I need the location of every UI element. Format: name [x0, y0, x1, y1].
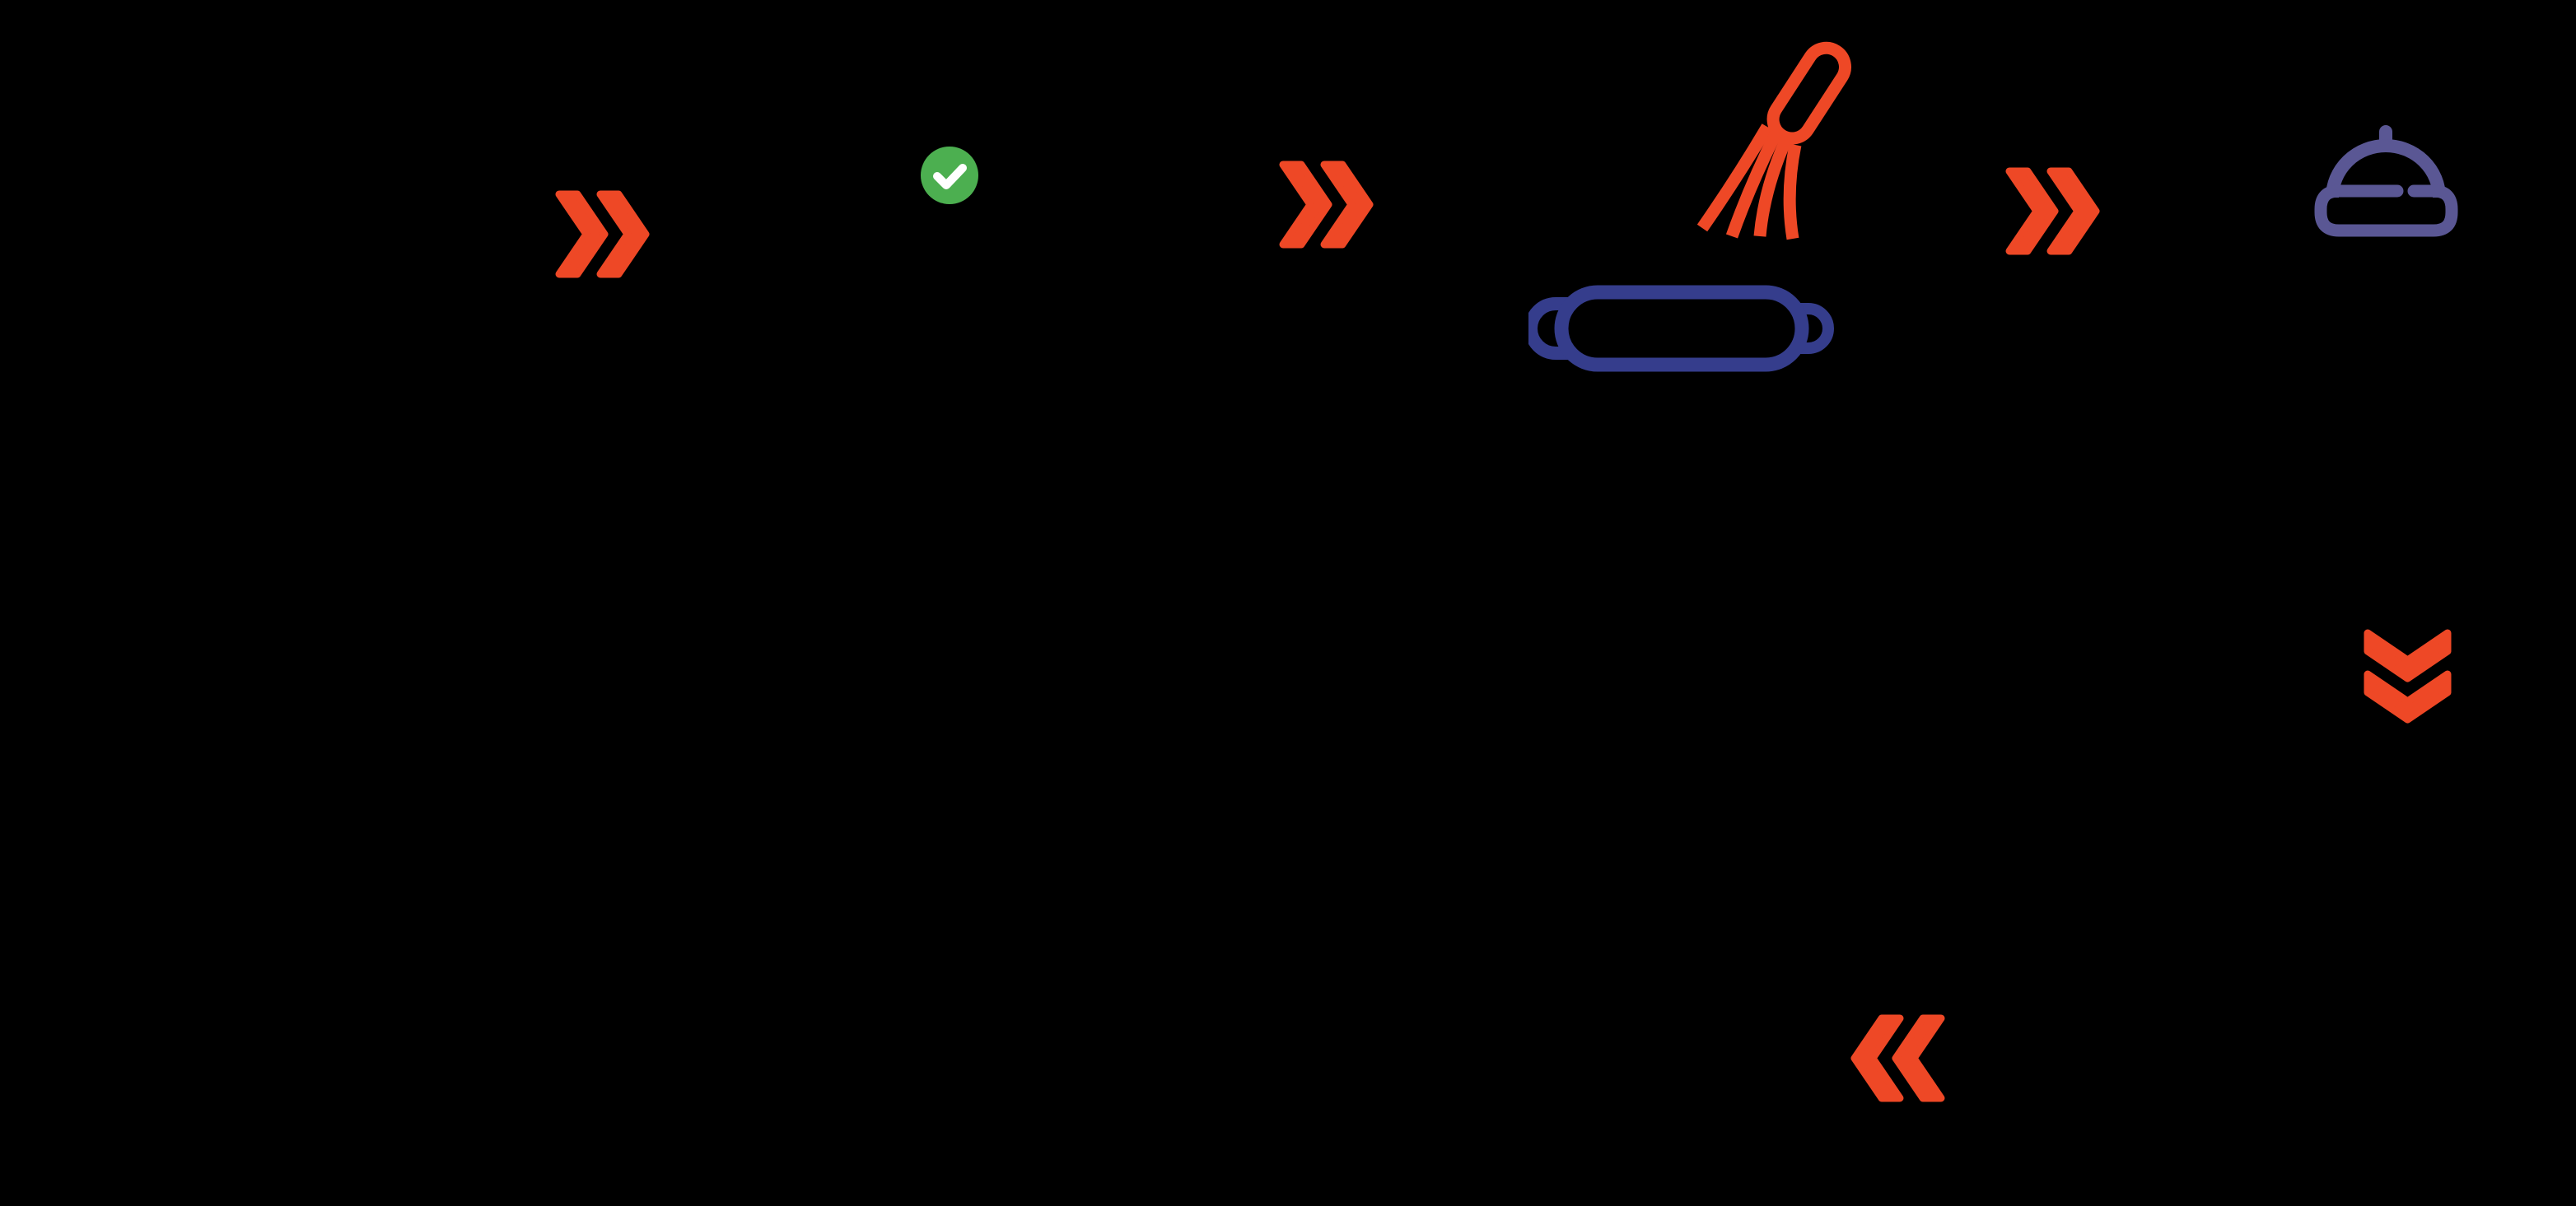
check-circle-bg	[921, 147, 978, 204]
whisk-svg	[1696, 41, 1851, 240]
cloche-svg	[2314, 125, 2458, 237]
chevron-band	[1320, 161, 1374, 249]
double-chevron-right-icon	[1279, 161, 1374, 249]
double-chevron-right-icon	[555, 190, 650, 278]
whisk-wire	[1696, 123, 1773, 232]
cloche-serving-dish-icon	[2314, 122, 2458, 237]
chevron-band	[2364, 629, 2452, 682]
double-chevron-right-icon	[2005, 167, 2100, 255]
chevron-svg	[2005, 167, 2100, 255]
check-circle-icon	[920, 146, 979, 205]
chevron-svg	[1279, 161, 1374, 249]
chevron-band	[1279, 161, 1332, 249]
double-chevron-down-icon	[2364, 629, 2452, 724]
cloche-tray	[2314, 184, 2458, 237]
rolling-pin-icon	[1528, 285, 1835, 372]
whisk-icon	[1664, 33, 1886, 251]
check-circle-svg	[921, 147, 978, 204]
chevron-band	[1850, 1014, 1904, 1102]
whisk-wire	[1783, 143, 1802, 240]
cloche-dome	[2326, 139, 2446, 198]
chevron-band	[1892, 1014, 1945, 1102]
whisk-wire	[1725, 129, 1782, 239]
check-mark	[933, 164, 967, 189]
rolling-pin-body	[1554, 285, 1809, 372]
whisk-handle	[1766, 41, 1851, 145]
chevron-svg	[1850, 1014, 1945, 1102]
whisk-wire	[1753, 136, 1792, 237]
rolling-pin-svg	[1528, 285, 1834, 372]
chevron-band	[2046, 167, 2100, 255]
chevron-band	[2364, 670, 2452, 724]
chevron-band	[555, 190, 609, 278]
chevron-svg	[2364, 629, 2452, 724]
double-chevron-left-icon	[1850, 1014, 1945, 1102]
chevron-band	[596, 190, 650, 278]
chevron-band	[2005, 167, 2059, 255]
chevron-svg	[555, 190, 650, 278]
